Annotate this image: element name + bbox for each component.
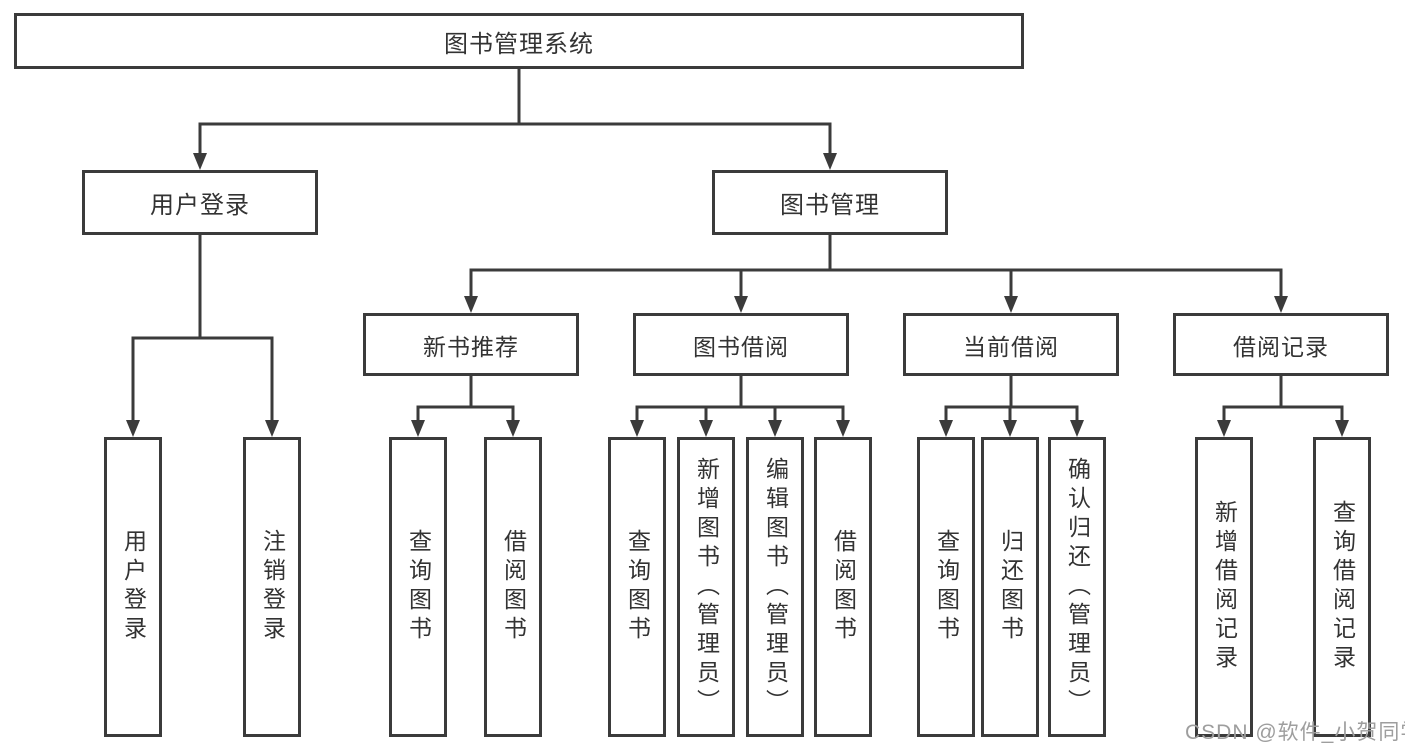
leaf-label: 查询图书 — [933, 529, 960, 645]
leaf-query-books-current: 查询图书 — [917, 437, 975, 737]
leaf-add-book-admin: 新增图书（管理员） — [677, 437, 735, 737]
leaf-return-book: 归还图书 — [981, 437, 1039, 737]
leaf-label: 新增借阅记录 — [1211, 500, 1238, 674]
node-label: 当前借阅 — [963, 333, 1059, 360]
node-label: 图书管理系统 — [444, 30, 594, 58]
leaf-user-login: 用户登录 — [104, 437, 162, 737]
leaf-logout: 注销登录 — [243, 437, 301, 737]
leaf-label: 归还图书 — [997, 529, 1024, 645]
leaf-label: 查询图书 — [405, 529, 432, 645]
leaf-add-borrow-record: 新增借阅记录 — [1195, 437, 1253, 737]
leaf-label: 用户登录 — [120, 529, 147, 645]
leaf-query-books-recommend: 查询图书 — [389, 437, 447, 737]
leaf-label: 注销登录 — [259, 529, 286, 645]
leaf-label: 查询借阅记录 — [1329, 500, 1356, 674]
node-new-book-recommendation: 新书推荐 — [363, 313, 579, 376]
node-label: 新书推荐 — [423, 333, 519, 360]
leaf-borrow-books-recommend: 借阅图书 — [484, 437, 542, 737]
leaf-label: 查询图书 — [624, 529, 651, 645]
leaf-label: 借阅图书 — [500, 529, 527, 645]
leaf-edit-book-admin: 编辑图书（管理员） — [746, 437, 804, 737]
node-current-borrowing: 当前借阅 — [903, 313, 1119, 376]
leaf-confirm-return-admin: 确认归还（管理员） — [1048, 437, 1106, 737]
leaf-borrow-books-borrowing: 借阅图书 — [814, 437, 872, 737]
leaf-query-borrow-record: 查询借阅记录 — [1313, 437, 1371, 737]
csdn-watermark: CSDN @软件_小贺同学 — [1185, 721, 1405, 744]
node-label: 借阅记录 — [1233, 333, 1329, 360]
node-book-management: 图书管理 — [712, 170, 948, 235]
node-library-management-system: 图书管理系统 — [14, 13, 1024, 69]
leaf-label: 编辑图书（管理员） — [762, 456, 789, 718]
node-book-borrowing: 图书借阅 — [633, 313, 849, 376]
leaf-label: 借阅图书 — [830, 529, 857, 645]
node-label: 图书借阅 — [693, 333, 789, 360]
node-label: 用户登录 — [150, 192, 250, 219]
node-label: 图书管理 — [780, 192, 880, 219]
leaf-query-books-borrowing: 查询图书 — [608, 437, 666, 737]
node-borrowing-records: 借阅记录 — [1173, 313, 1389, 376]
leaf-label: 新增图书（管理员） — [693, 456, 720, 718]
node-user-login: 用户登录 — [82, 170, 318, 235]
leaf-label: 确认归还（管理员） — [1064, 456, 1091, 718]
